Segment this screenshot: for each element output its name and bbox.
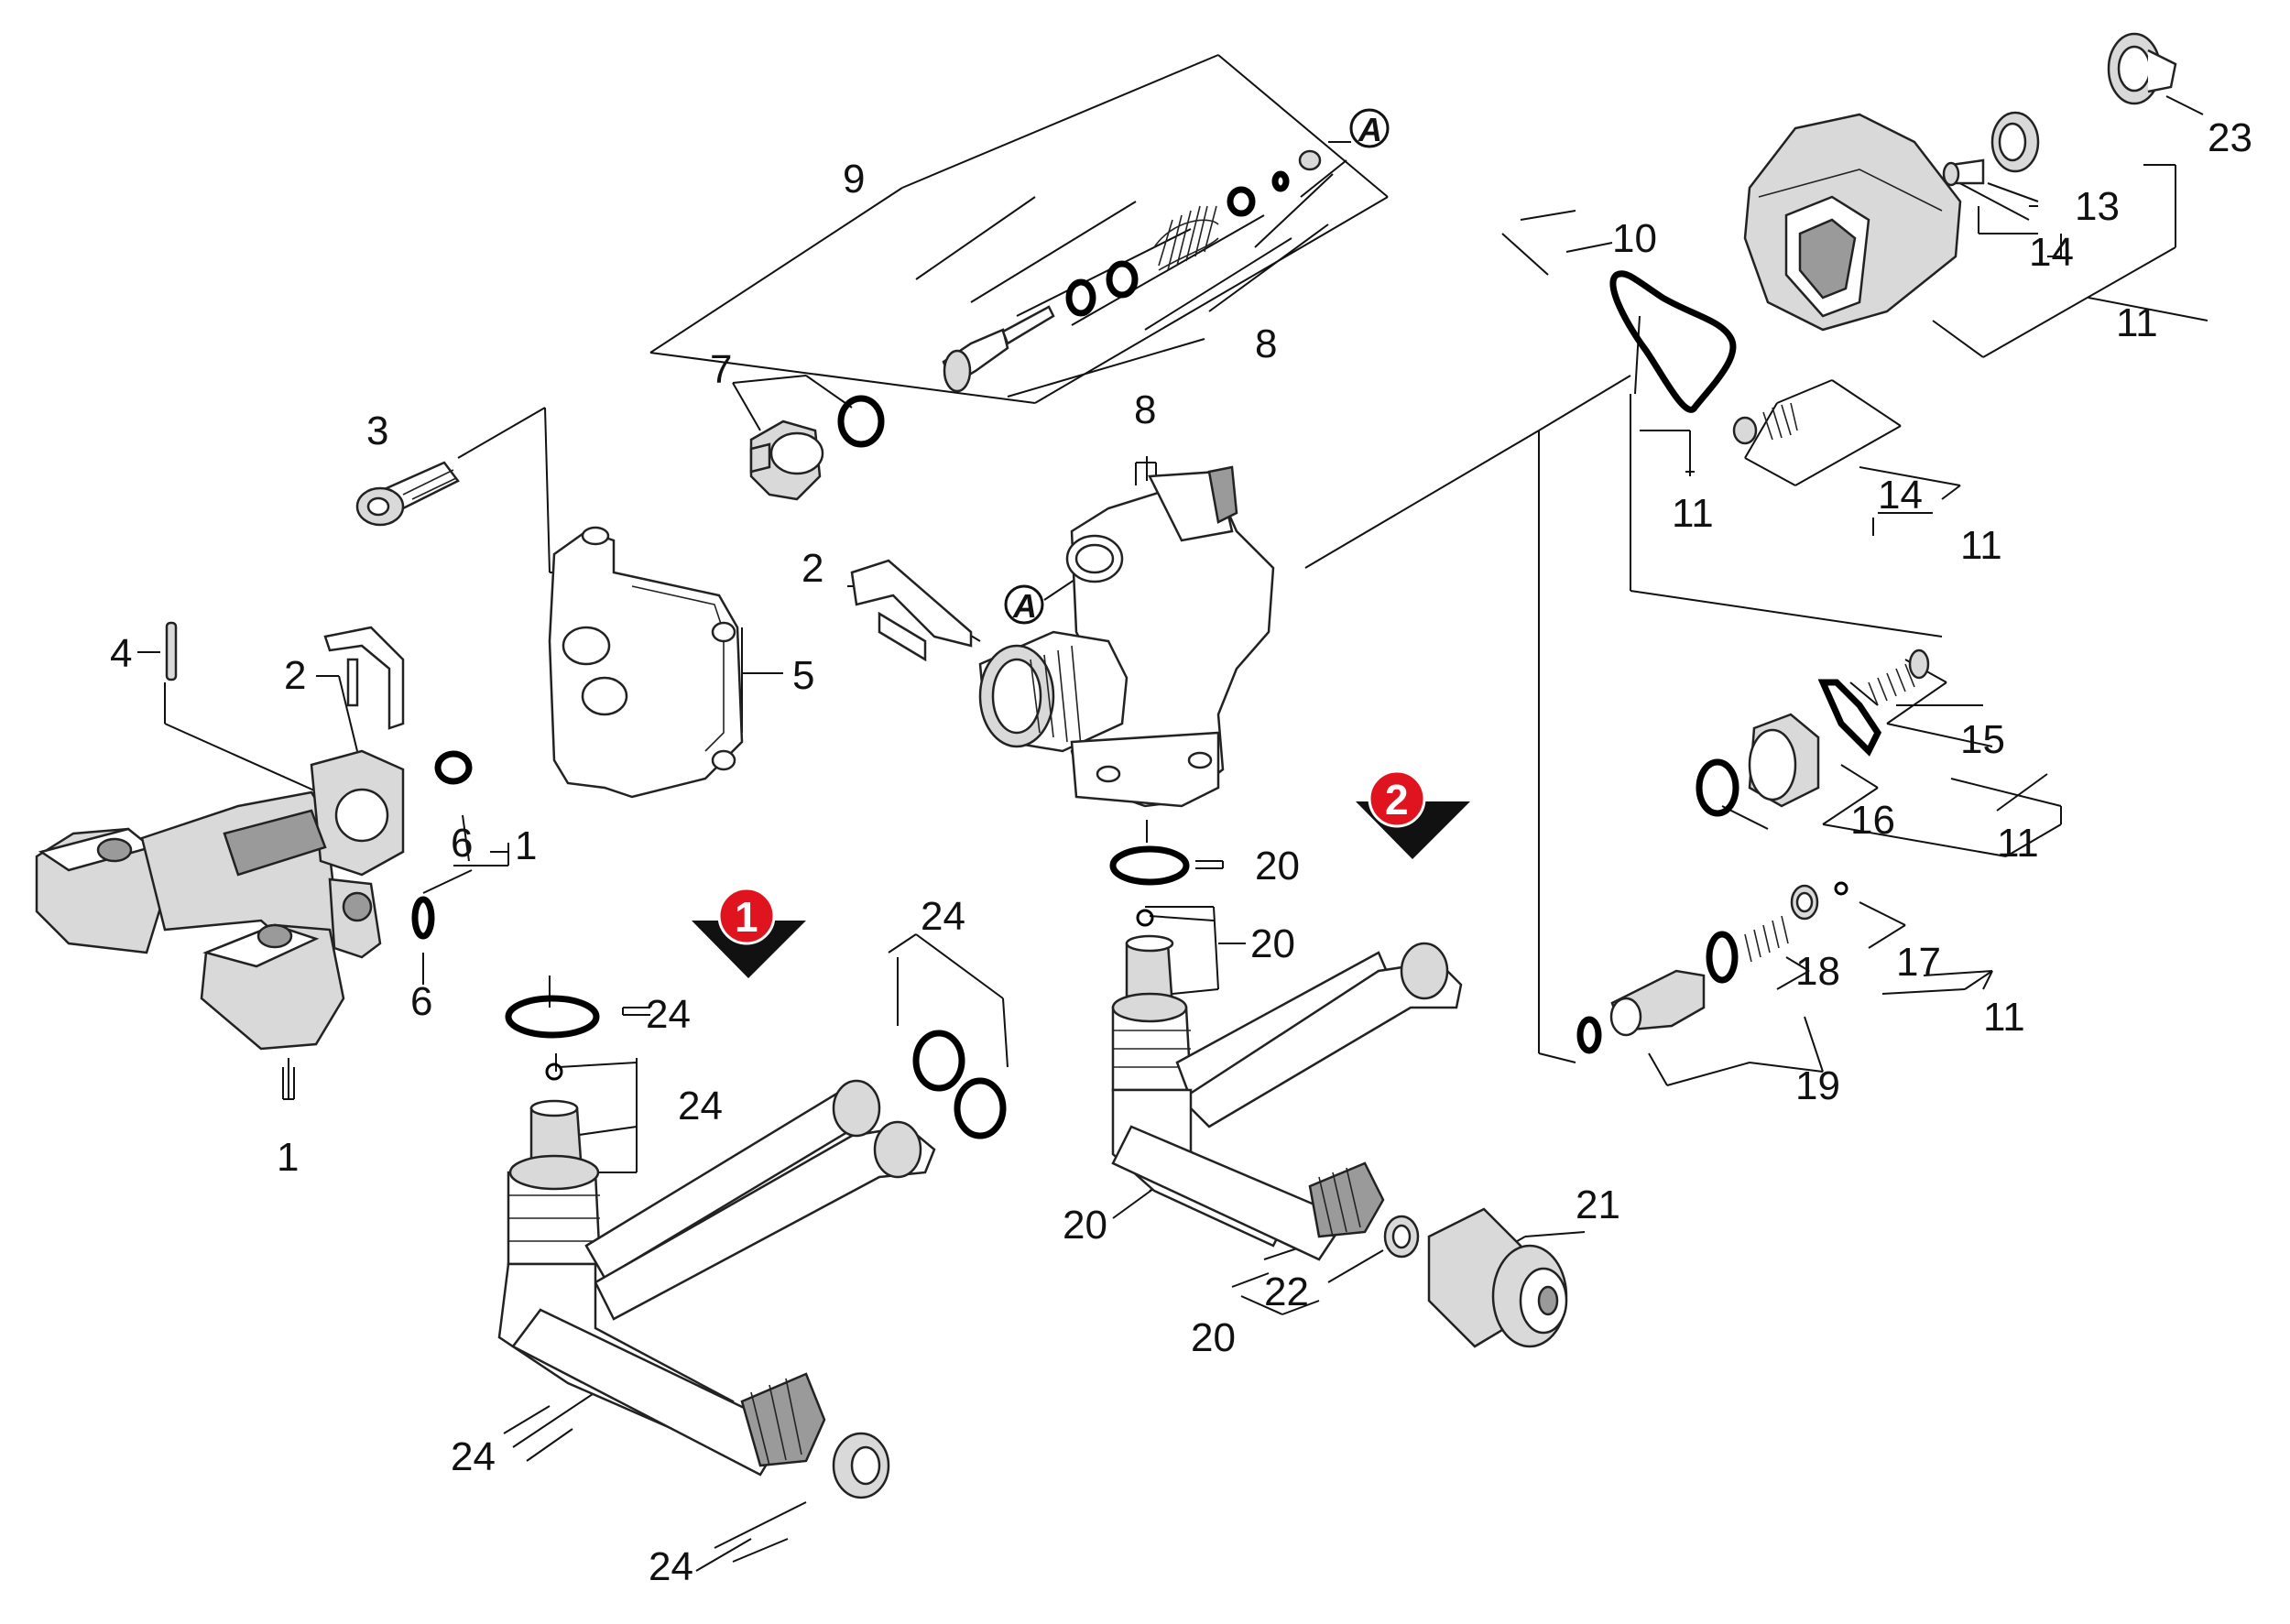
label-21: 21 [1576,1183,1620,1227]
part-piston-assembly [942,149,1322,393]
part-clip-right [850,559,973,662]
label-23: 23 [2208,115,2252,160]
label-2b: 2 [284,653,306,698]
label-24c: 24 [921,894,965,939]
label-17: 17 [1896,940,1941,985]
label-24b: 24 [678,1084,723,1128]
label-11c: 11 [1960,523,2002,568]
part-bolt [355,461,460,527]
part-valve-16 [1696,679,1882,817]
part-pin [165,621,178,681]
label-14b: 14 [1878,473,1923,518]
label-6b: 6 [410,979,432,1024]
part-o-ring-24-pair [912,1030,1007,1139]
label-20c: 20 [1063,1203,1107,1248]
label-10: 10 [1612,216,1657,261]
part-o-ring-20 [1109,845,1190,927]
svg-text:2: 2 [1385,776,1409,823]
svg-text:A: A [1012,587,1037,625]
part-flange-cover [548,526,744,799]
part-elbow-valve [749,420,824,501]
label-18: 18 [1795,949,1840,994]
svg-text:1: 1 [735,893,758,941]
part-o-ring-7 [837,395,885,448]
label-19: 19 [1795,1063,1840,1108]
label-5: 5 [792,653,814,698]
part-pump-head [978,465,1275,808]
label-11a: 11 [1672,491,1714,536]
label-3: 3 [366,409,388,453]
label-14a: 14 [2029,230,2074,275]
part-gasket-10 [1609,270,1737,413]
label-22: 22 [1264,1270,1309,1314]
part-cap-23 [2107,32,2177,105]
part-valve-17 [1790,881,1848,921]
part-clip-left [323,626,405,730]
label-11e: 11 [1983,995,2025,1040]
label-8b: 8 [1134,387,1156,432]
label-24a: 24 [646,992,691,1037]
label-2a: 2 [802,546,823,591]
ref-a-center: A [1004,584,1044,625]
label-7: 7 [710,347,732,392]
part-ring-13 [1990,111,2040,173]
part-o-ring-6a [434,750,473,785]
label-11d: 11 [1997,821,2039,866]
label-24e: 24 [649,1544,693,1589]
ref-a-top: A [1349,108,1390,148]
part-pipe-assembly-right [1111,934,1568,1348]
label-1b: 1 [277,1135,299,1180]
part-valve-14-mid [1732,402,1798,445]
label-8a: 8 [1255,322,1277,366]
label-9: 9 [843,157,865,202]
svg-text:A: A [1358,111,1382,148]
label-20b: 20 [1250,921,1295,966]
part-pipe-assembly-left [497,1079,936,1499]
label-24d: 24 [451,1434,496,1479]
part-valve-14-top [1942,158,1985,187]
part-o-ring-24 [505,995,600,1081]
label-15: 15 [1960,717,2005,762]
callout-labels: 9 8 7 3 8 2 4 2 5 6 1 6 1 24 24 24 24 24… [110,115,2252,1589]
label-20a: 20 [1255,844,1300,888]
label-13: 13 [2075,184,2120,229]
part-o-ring-6b [411,896,435,940]
label-6a: 6 [451,821,473,866]
label-11b: 11 [2116,300,2158,345]
part-cylinder-head [1743,113,1962,332]
part-valve-15 [1868,649,1930,706]
marker-2: 2 [1356,769,1470,859]
label-4: 4 [110,631,132,676]
label-16: 16 [1850,798,1895,843]
label-1a: 1 [515,823,537,868]
part-housing [35,749,405,1051]
part-valve-19 [1576,969,1706,1054]
label-20d: 20 [1191,1315,1236,1360]
part-spring-18 [1706,915,1789,984]
marker-1: 1 [692,887,806,978]
